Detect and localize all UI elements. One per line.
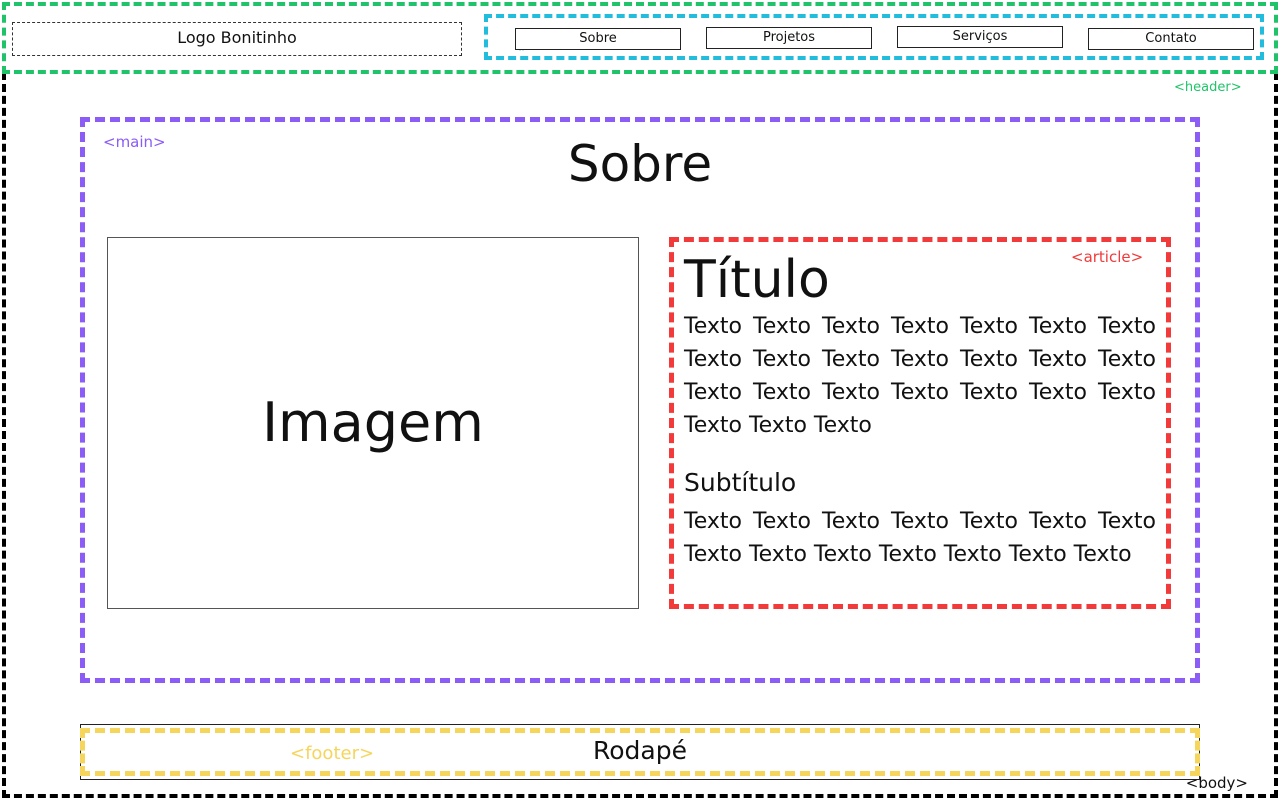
nav-button-projetos[interactable]: Projetos: [706, 27, 872, 49]
article-tag-label: <article>: [1071, 248, 1144, 266]
logo-text: Logo Bonitinho: [177, 28, 297, 47]
main-title: Sobre: [567, 135, 713, 193]
nav-button-contato[interactable]: Contato: [1088, 28, 1254, 50]
nav-button-servicos[interactable]: Serviços: [897, 26, 1063, 48]
image-placeholder: Imagem: [107, 237, 639, 609]
body-outline: [2, 72, 1278, 798]
body-tag-label: <body>: [1185, 774, 1248, 792]
article-title: Título: [684, 250, 830, 310]
nav-outline: [484, 14, 1264, 60]
article-paragraph-2: Texto Texto Texto Texto Texto Texto Text…: [684, 509, 1156, 567]
footer-tag-label: <footer>: [290, 743, 375, 764]
article-paragraph-1: Texto Texto Texto Texto Texto Texto Text…: [684, 314, 1156, 438]
nav-button-sobre[interactable]: Sobre: [515, 28, 681, 50]
article-outline: [669, 237, 1171, 609]
main-outline: [80, 117, 1200, 683]
footer-text: Rodapé: [593, 736, 687, 765]
footer-outline: [80, 728, 1200, 776]
logo[interactable]: Logo Bonitinho: [12, 22, 462, 56]
header-tag-label: <header>: [1174, 80, 1242, 95]
header-outline: [2, 2, 1278, 74]
image-placeholder-label: Imagem: [262, 391, 484, 454]
article-subtitle: Subtítulo: [684, 468, 797, 497]
main-tag-label: <main>: [103, 133, 166, 151]
